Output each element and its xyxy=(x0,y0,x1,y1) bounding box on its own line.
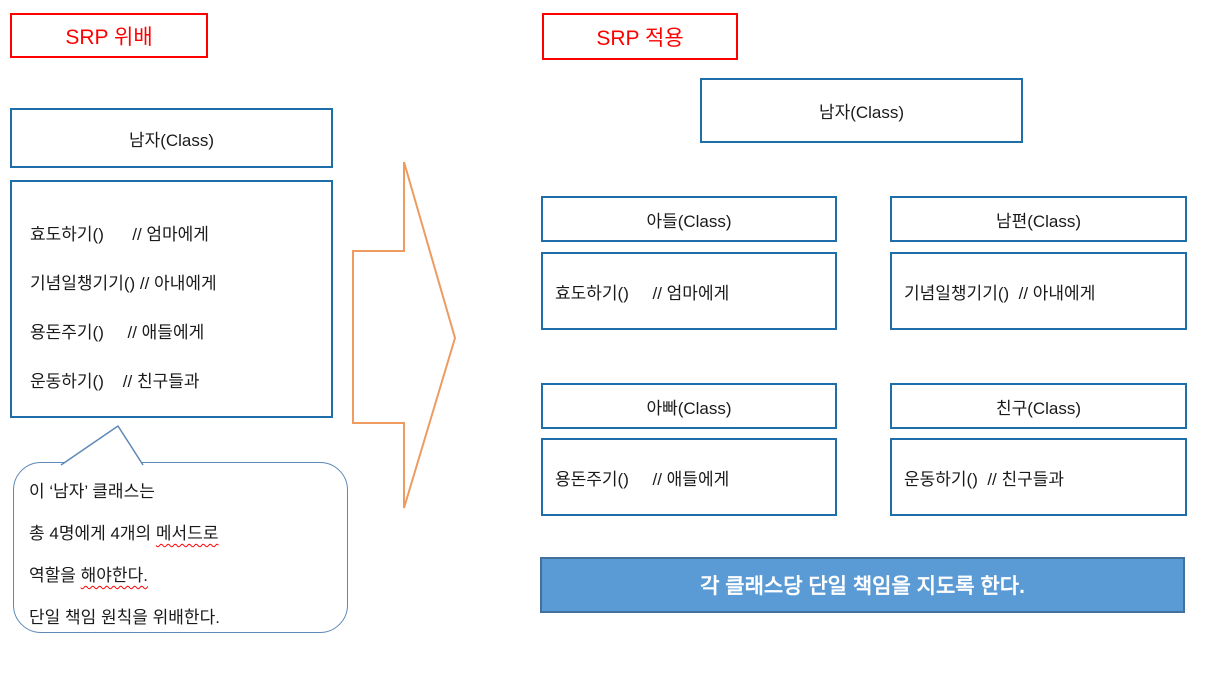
friend-class-name: 친구(Class) xyxy=(995,398,1082,418)
srp-violation-title: SRP 위배 xyxy=(65,25,153,49)
conclusion-text: 각 클래스당 단일 책임을 지도록 한다. xyxy=(700,575,1025,598)
parent-class-name: 남자(Class) xyxy=(818,103,905,122)
friend-method-box: 운동하기() // 친구들과 xyxy=(890,438,1187,516)
method-line-exercise: 운동하기() // 친구들과 xyxy=(30,372,200,391)
callout-line-2: 총 4명에게 4개의 메서드로 xyxy=(29,524,219,543)
srp-applied-title-box: SRP 적용 xyxy=(542,13,738,60)
right-block-arrow xyxy=(352,161,457,509)
dad-class-name: 아빠(Class) xyxy=(646,398,732,418)
dad-class-header-box: 아빠(Class) xyxy=(541,383,837,429)
son-method: 효도하기() // 엄마에게 xyxy=(555,283,730,303)
misspelled-word-must: 해야한다. xyxy=(80,566,148,585)
method-line-filial: 효도하기() // 엄마에게 xyxy=(30,225,209,244)
method-line-anniversary: 기념일챙기기() // 아내에게 xyxy=(30,274,217,293)
friend-class-header-box: 친구(Class) xyxy=(890,383,1187,429)
husband-class-name: 남편(Class) xyxy=(995,211,1082,231)
son-class-header-box: 아들(Class) xyxy=(541,196,837,242)
srp-applied-title: SRP 적용 xyxy=(596,26,684,50)
callout-line-1: 이 ‘남자’ 클래스는 xyxy=(29,482,155,501)
husband-class-header-box: 남편(Class) xyxy=(890,196,1187,242)
friend-method: 운동하기() // 친구들과 xyxy=(904,469,1065,489)
violation-class-name: 남자(Class) xyxy=(128,130,215,150)
conclusion-banner: 각 클래스당 단일 책임을 지도록 한다. xyxy=(540,557,1185,613)
violation-class-header-box: 남자(Class) xyxy=(10,108,333,168)
method-line-allowance: 용돈주기() // 애들에게 xyxy=(30,323,205,342)
callout-line-3: 역할을 해야한다. xyxy=(29,566,148,585)
son-class-name: 아들(Class) xyxy=(646,211,732,231)
violation-callout-bubble: 이 ‘남자’ 클래스는 총 4명에게 4개의 메서드로 역할을 해야한다. 단일… xyxy=(13,462,348,633)
callout-line-4: 단일 책임 원칙을 위배한다. xyxy=(29,608,220,627)
misspelled-word-method: 메서드로 xyxy=(155,524,219,543)
son-method-box: 효도하기() // 엄마에게 xyxy=(541,252,837,330)
husband-method: 기념일챙기기() // 아내에게 xyxy=(904,283,1096,303)
dad-method: 용돈주기() // 애들에게 xyxy=(555,469,730,489)
srp-violation-title-box: SRP 위배 xyxy=(10,13,208,58)
violation-methods-box: 효도하기() // 엄마에게 기념일챙기기() // 아내에게 용돈주기() /… xyxy=(10,180,333,418)
callout-tail xyxy=(60,425,144,466)
dad-method-box: 용돈주기() // 애들에게 xyxy=(541,438,837,516)
parent-class-box: 남자(Class) xyxy=(700,78,1023,143)
husband-method-box: 기념일챙기기() // 아내에게 xyxy=(890,252,1187,330)
